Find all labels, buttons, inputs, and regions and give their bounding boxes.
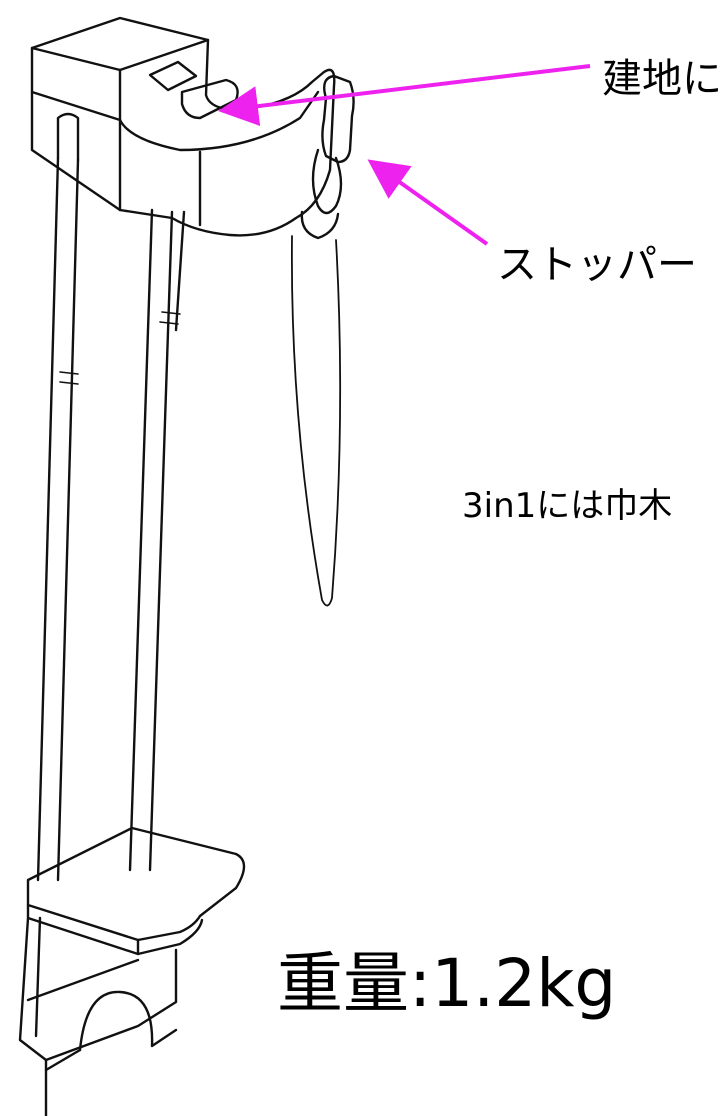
bracket-drawing <box>18 16 355 1116</box>
weight-label: 重量:1.2kg <box>277 945 617 1022</box>
arrow-stopper <box>367 159 489 246</box>
label-stopper: ストッパー <box>497 242 697 288</box>
arrow-top <box>218 64 591 127</box>
stopper <box>300 74 355 240</box>
callout-arrows <box>218 64 591 246</box>
foot-base <box>18 826 246 1116</box>
label-note: 3in1には巾木 <box>462 486 673 526</box>
label-top: 建地に <box>602 56 722 102</box>
poles <box>36 112 186 882</box>
hanging-wedge <box>290 235 342 607</box>
